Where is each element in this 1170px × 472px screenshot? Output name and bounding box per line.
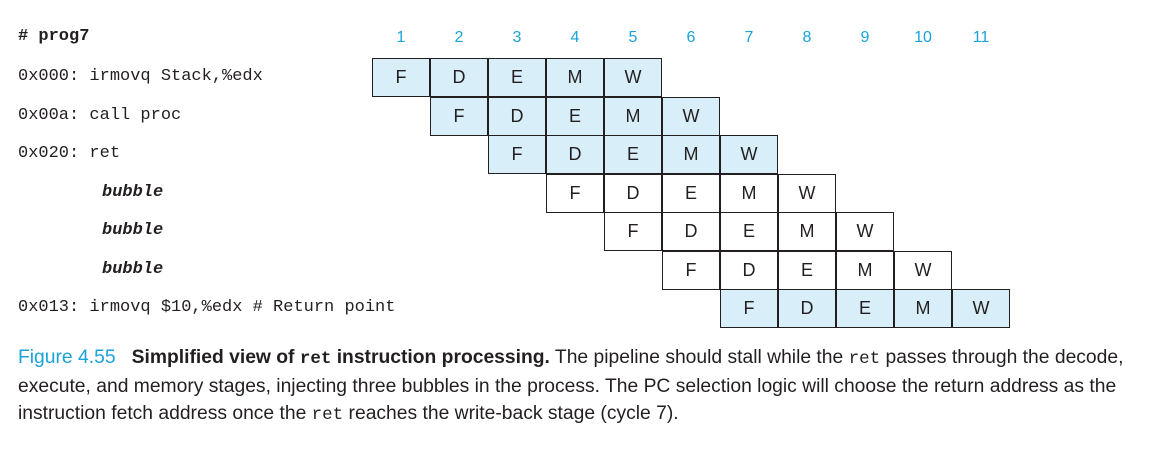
stage-cell-e: E (546, 96, 604, 136)
figure-caption: Figure 4.55 Simplified view of ret instr… (18, 344, 1163, 429)
stage-cell-d: D (430, 58, 488, 97)
stage-cell-w: W (662, 96, 720, 136)
caption-code: ret (848, 349, 881, 369)
cycle-number: 10 (914, 29, 932, 46)
stage-cell-f: F (604, 212, 662, 251)
cycle-number: 4 (570, 29, 580, 46)
stage-cell-w: W (894, 250, 952, 290)
cycle-number: 2 (454, 29, 464, 46)
bubble-label: bubble (102, 221, 164, 240)
caption-text: reaches the write-back stage (cycle 7). (343, 403, 679, 424)
stage-cell-f: F (488, 135, 546, 174)
figure-title-part: instruction processing. (331, 347, 550, 368)
figure-number: Figure 4.55 (18, 347, 116, 368)
caption-code: ret (311, 405, 344, 425)
stage-cell-e: E (488, 58, 546, 97)
stage-cell-d: D (546, 135, 604, 174)
stage-cell-m: M (720, 173, 778, 213)
stage-cell-w: W (836, 212, 894, 251)
stage-cell-m: M (662, 135, 720, 174)
stage-cell-m: M (604, 96, 662, 136)
stage-cell-w: W (604, 58, 662, 97)
stage-cell-m: M (546, 58, 604, 97)
cycle-number: 1 (396, 29, 406, 46)
figure-title: Simplified view of ret instruction proce… (131, 347, 550, 369)
stage-cell-w: W (778, 173, 836, 213)
stage-cell-m: M (836, 250, 894, 290)
stage-cell-d: D (778, 289, 836, 328)
stage-cell-d: D (488, 96, 546, 136)
program-title: # prog7 (18, 27, 90, 46)
instruction-label: 0x00a: call proc (18, 105, 182, 125)
instruction-label: 0x020: ret (18, 144, 121, 163)
stage-cell-f: F (372, 58, 430, 97)
stage-cell-f: F (720, 289, 778, 328)
cycle-number: 3 (512, 29, 522, 46)
stage-cell-d: D (604, 173, 662, 213)
stage-cell-e: E (836, 289, 894, 328)
stage-cell-e: E (662, 173, 720, 213)
stage-cell-d: D (662, 212, 720, 251)
bubble-label: bubble (102, 259, 164, 279)
stage-cell-e: E (778, 250, 836, 290)
stage-cell-w: W (952, 289, 1010, 328)
stage-cell-d: D (720, 250, 778, 290)
cycle-number: 6 (686, 29, 696, 46)
bubble-label: bubble (102, 182, 164, 202)
stage-cell-f: F (662, 250, 720, 290)
stage-cell-f: F (546, 173, 604, 213)
stage-cell-e: E (720, 212, 778, 251)
figure-title-part: Simplified view of (131, 347, 300, 368)
instruction-label: 0x000: irmovq Stack,%edx (18, 67, 263, 86)
cycle-number: 7 (744, 29, 754, 46)
stage-cell-m: M (894, 289, 952, 328)
cycle-number: 9 (860, 29, 870, 46)
cycle-number: 11 (972, 29, 990, 46)
stage-cell-m: M (778, 212, 836, 251)
stage-cell-w: W (720, 135, 778, 174)
caption-text: The pipeline should stall while the (549, 347, 849, 368)
figure-title-code: ret (299, 349, 332, 369)
caption-text: passes through the decode, execute, and … (18, 347, 1124, 424)
stage-cell-f: F (430, 96, 488, 136)
stage-cell-e: E (604, 135, 662, 174)
cycle-number: 5 (628, 29, 638, 46)
cycle-number: 8 (802, 29, 812, 46)
instruction-label: 0x013: irmovq $10,%edx # Return point (18, 298, 396, 317)
